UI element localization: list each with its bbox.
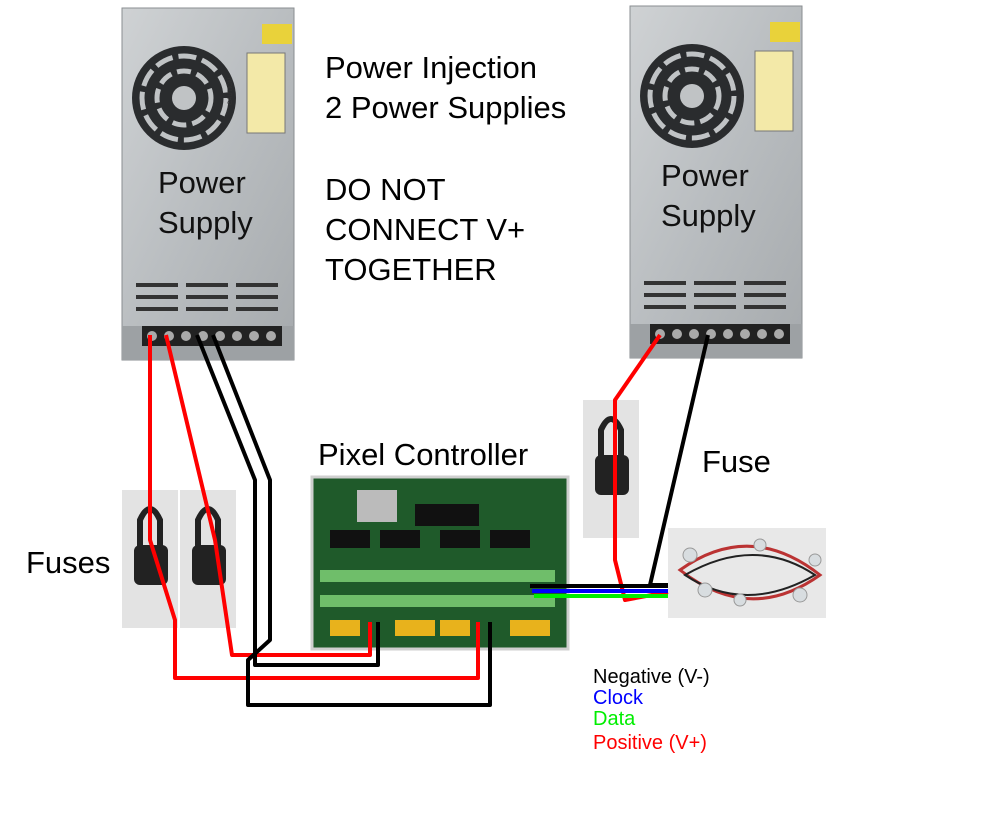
legend-clock: Clock [593, 687, 644, 709]
psu-2-label-line1: Power [661, 158, 749, 193]
wiring [148, 333, 710, 707]
fuse-3 [583, 400, 639, 538]
legend-positive: Positive (V+) [593, 732, 707, 754]
warning-line1: DO NOT [325, 172, 446, 207]
title-line1: Power Injection [325, 50, 537, 85]
legend-data: Data [593, 708, 636, 730]
title-line2: 2 Power Supplies [325, 90, 566, 125]
legend-negative: Negative (V-) [593, 666, 710, 688]
warning-line3: TOGETHER [325, 252, 497, 287]
fuse-label: Fuse [702, 444, 771, 479]
warning-line2: CONNECT V+ [325, 212, 525, 247]
caution-label: CAUTION [228, 78, 234, 105]
power-supply-1: CAUTION Power Supply [122, 8, 294, 360]
wire-negative-psu1-b [211, 334, 492, 707]
psu-1-label-line1: Power [158, 165, 246, 200]
psu-1-label-line2: Supply [158, 205, 253, 240]
fuses-label: Fuses [26, 545, 110, 580]
led-pixel-string [668, 528, 826, 618]
pixel-controller-board [310, 475, 570, 651]
wire-positive-psu1-b [164, 334, 372, 657]
wire-negative-psu1-a [195, 334, 380, 667]
wire-positive-psu1-a [148, 335, 480, 680]
power-supply-2: Power Supply [630, 6, 802, 358]
psu-2-label-line2: Supply [661, 198, 756, 233]
wire-legend: Negative (V-) Clock Data Positive (V+) [593, 666, 710, 754]
controller-label: Pixel Controller [318, 437, 528, 472]
